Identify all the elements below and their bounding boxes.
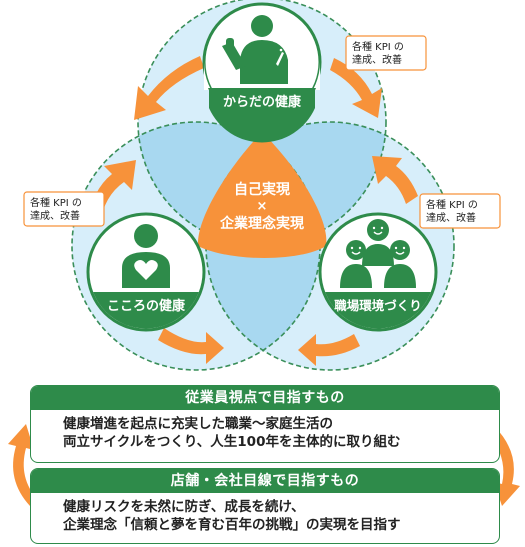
arrow-right-up-icon (372, 156, 418, 204)
company-goal-body: 健康リスクを未然に防ぎ、成長を続け、 企業理念「信頼と夢を育む百年の挑戦」の実現… (31, 493, 499, 534)
team-people-icon (340, 219, 416, 288)
employee-goal-title: 従業員視点で目指すもの (31, 386, 499, 410)
company-goal-line-2: 企業理念「信頼と夢を育む百年の挑戦」の実現を目指す (63, 517, 401, 533)
employee-goal-line-2: 両立サイクルをつくり、人生100年を主体的に取り組む (63, 434, 401, 450)
label-right: 職場環境づくり (334, 298, 422, 313)
label-left: こころの健康 (107, 298, 186, 314)
person-writing-icon (222, 15, 288, 84)
center-line-2: × (257, 199, 268, 214)
kpi-top-line-1: 各種 KPI の (352, 40, 404, 53)
kpi-top-line-2: 達成、改善 (352, 53, 402, 66)
kpi-box-right: 各種 KPI の 達成、改善 (419, 193, 501, 229)
kpi-box-left: 各種 KPI の 達成、改善 (23, 191, 105, 227)
arrow-top-right-icon (330, 58, 382, 118)
node-kokoro: こころの健康 (86, 212, 206, 332)
company-goal-line-1: 健康リスクを未然に防ぎ、成長を続け、 (63, 499, 305, 515)
kpi-left-line-2: 達成、改善 (30, 209, 80, 222)
company-goal-title: 店舗・会社目線で目指すもの (31, 469, 499, 493)
kpi-right-line-2: 達成、改善 (426, 211, 476, 224)
center-intersection (197, 132, 327, 258)
center-line-3: 企業理念実現 (219, 215, 304, 232)
kpi-right-line-1: 各種 KPI の (426, 198, 478, 211)
arrow-left-bottom-icon (158, 328, 224, 364)
employee-goal-line-1: 健康増進を起点に充実した職業～家庭生活の (63, 416, 333, 432)
kpi-box-top-right: 各種 KPI の 達成、改善 (345, 35, 427, 71)
center-line-1: 自己実現 (234, 181, 290, 198)
node-shokuba: 職場環境づくり (318, 212, 438, 332)
person-heart-icon (122, 224, 170, 288)
arrow-right-bottom-icon (298, 334, 360, 366)
arrow-top-left-icon (134, 56, 204, 120)
node-karada: からだの健康 (202, 2, 322, 143)
employee-goal-card: 従業員視点で目指すもの 健康増進を起点に充実した職業～家庭生活の 両立サイクルを… (30, 385, 500, 463)
label-top: からだの健康 (223, 94, 302, 110)
kpi-left-line-1: 各種 KPI の (30, 196, 82, 209)
company-goal-card: 店舗・会社目線で目指すもの 健康リスクを未然に防ぎ、成長を続け、 企業理念「信頼… (30, 468, 500, 544)
employee-goal-body: 健康増進を起点に充実した職業～家庭生活の 両立サイクルをつくり、人生100年を主… (31, 410, 499, 451)
